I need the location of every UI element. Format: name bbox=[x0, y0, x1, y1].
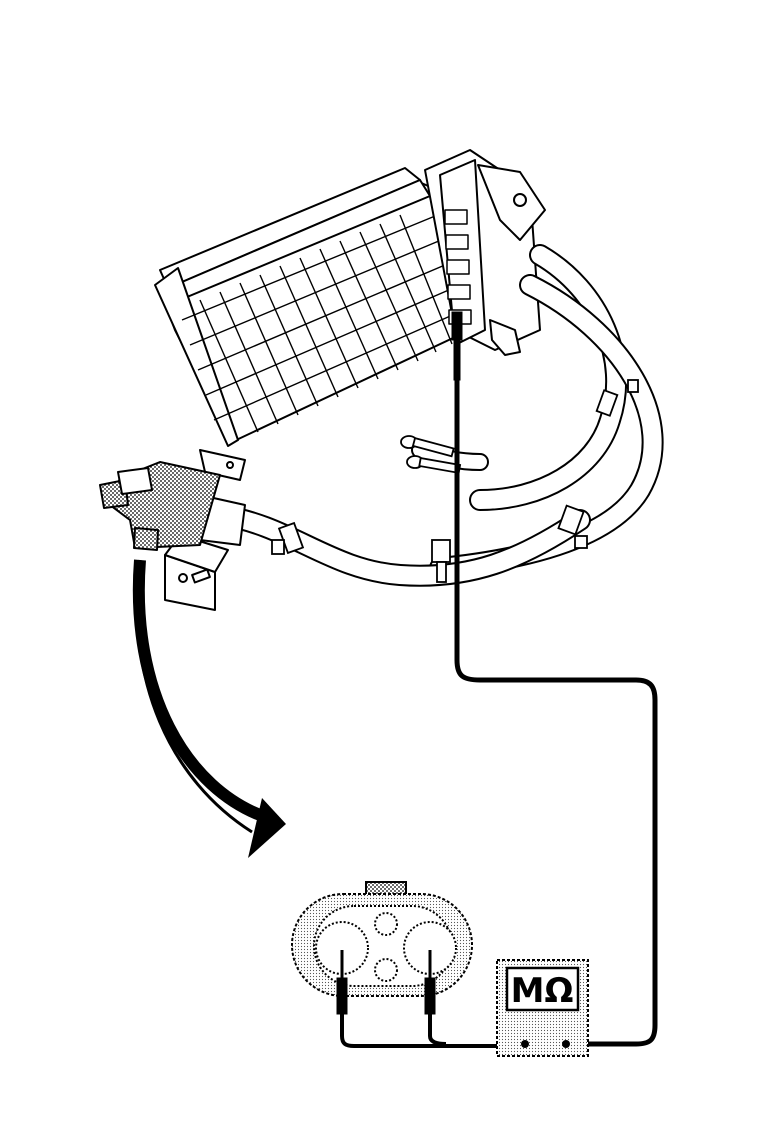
wire-harness bbox=[209, 244, 664, 587]
meter-lead-top bbox=[451, 311, 658, 1047]
core-fins bbox=[181, 213, 465, 433]
meter-probes bbox=[336, 950, 525, 1048]
ohmmeter: MΩ bbox=[496, 959, 589, 1057]
heater-core bbox=[154, 149, 546, 447]
direction-arrow bbox=[132, 559, 286, 858]
harness-clips bbox=[271, 379, 639, 583]
harness-connector bbox=[99, 449, 246, 611]
meter-jack-right bbox=[562, 1040, 570, 1048]
connector-face bbox=[291, 881, 473, 997]
meter-jack-left bbox=[521, 1040, 529, 1048]
meter-display-label: MΩ bbox=[511, 971, 574, 1011]
